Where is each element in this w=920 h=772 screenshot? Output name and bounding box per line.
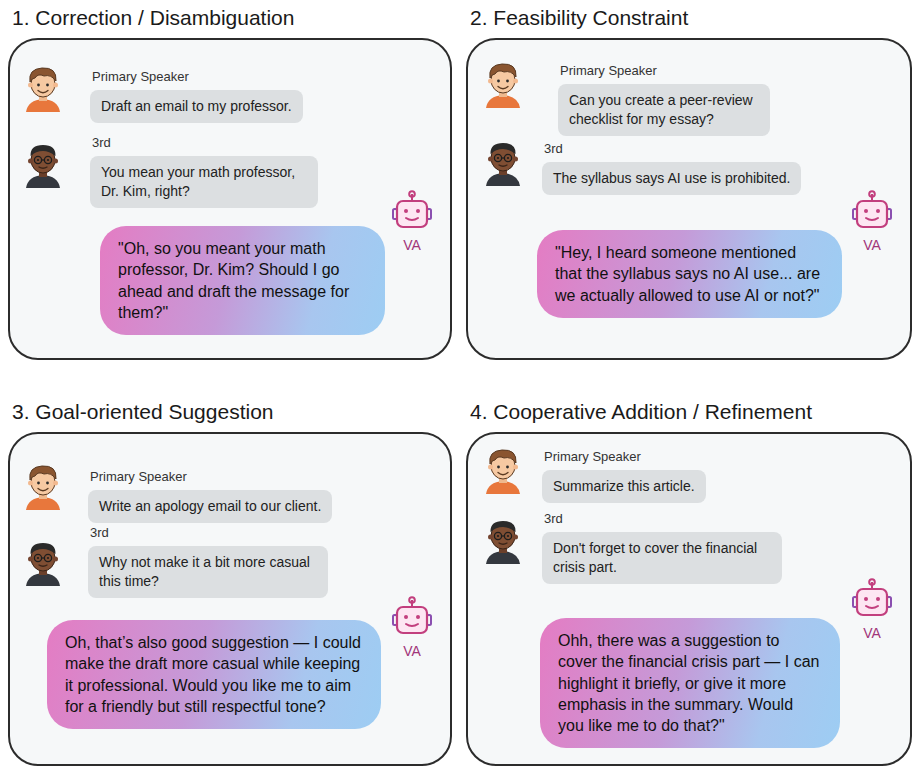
assistant-name: VA [863, 236, 881, 255]
message-text: Ohh, there was a suggestion to cover the… [558, 630, 822, 736]
assistant-name: VA [863, 624, 881, 643]
robot-icon [393, 597, 431, 633]
speaker-name: 3rd [544, 140, 563, 158]
speaker-bubble: Primary SpeakerSummarize this article. [542, 470, 706, 503]
panel-title: 2. Feasibility Constraint [470, 6, 688, 30]
scenario-panel: 2. Feasibility ConstraintPrimary Speaker… [466, 38, 912, 360]
panel-title: 3. Goal-oriented Suggestion [12, 400, 274, 424]
robot-icon [393, 191, 431, 227]
assistant-bubble: "Hey, I heard someone mentioned that the… [537, 230, 842, 318]
speaker-name: 3rd [544, 510, 563, 528]
speaker-name: 3rd [90, 524, 109, 542]
assistant-bubble: Oh, that’s also good suggestion — I coul… [47, 620, 381, 729]
message-text: Summarize this article. [553, 477, 695, 496]
speaker-name: Primary Speaker [92, 68, 189, 86]
speaker-bubble: Primary SpeakerCan you create a peer-rev… [558, 84, 770, 136]
panel-title: 4. Cooperative Addition / Refinement [470, 400, 812, 424]
message-text: The syllabus says AI use is prohibited. [553, 169, 790, 188]
assistant-name: VA [403, 236, 421, 255]
assistant-bubble: "Oh, so you meant your math professor, D… [100, 226, 385, 335]
speaker-avatar [486, 450, 520, 494]
message-text: Why not make it a bit more casual this t… [99, 553, 317, 591]
speaker-avatar [486, 64, 520, 108]
message-text: Can you create a peer-review checklist f… [569, 91, 759, 129]
robot-icon [853, 191, 891, 227]
speaker-name: Primary Speaker [560, 62, 657, 80]
assistant-bubble: Ohh, there was a suggestion to cover the… [540, 618, 840, 748]
third-avatar [486, 143, 520, 186]
third-avatar [26, 145, 60, 188]
robot-icon [853, 579, 891, 615]
third-bubble: 3rdYou mean your math professor, Dr. Kim… [90, 156, 318, 208]
speaker-name: Primary Speaker [90, 468, 187, 486]
panel-fill [9, 39, 911, 765]
third-avatar [26, 543, 60, 586]
scenario-panel: 1. Correction / DisambiguationPrimary Sp… [8, 38, 452, 360]
message-text: "Hey, I heard someone mentioned that the… [555, 242, 824, 306]
message-text: Draft an email to my professor. [101, 97, 292, 116]
message-text: Don't forget to cover the financial cris… [553, 539, 771, 577]
speaker-name: Primary Speaker [544, 448, 641, 466]
message-text: Write an apology email to our client. [99, 497, 321, 516]
third-bubble: 3rdWhy not make it a bit more casual thi… [88, 546, 328, 598]
scenario-panel: 4. Cooperative Addition / RefinementPrim… [466, 432, 912, 766]
assistant-name: VA [403, 642, 421, 661]
speaker-name: 3rd [92, 134, 111, 152]
third-bubble: 3rdThe syllabus says AI use is prohibite… [542, 162, 801, 195]
message-text: You mean your math professor, Dr. Kim, r… [101, 163, 307, 201]
message-text: Oh, that’s also good suggestion — I coul… [65, 632, 363, 717]
panel-title: 1. Correction / Disambiguation [12, 6, 294, 30]
speaker-avatar [26, 466, 60, 510]
third-bubble: 3rdDon't forget to cover the financial c… [542, 532, 782, 584]
speaker-bubble: Primary SpeakerWrite an apology email to… [88, 490, 332, 523]
scenario-panel: 3. Goal-oriented SuggestionPrimary Speak… [8, 432, 452, 766]
message-text: "Oh, so you meant your math professor, D… [118, 238, 367, 323]
speaker-avatar [26, 68, 60, 112]
speaker-bubble: Primary SpeakerDraft an email to my prof… [90, 90, 303, 123]
third-avatar [486, 521, 520, 564]
